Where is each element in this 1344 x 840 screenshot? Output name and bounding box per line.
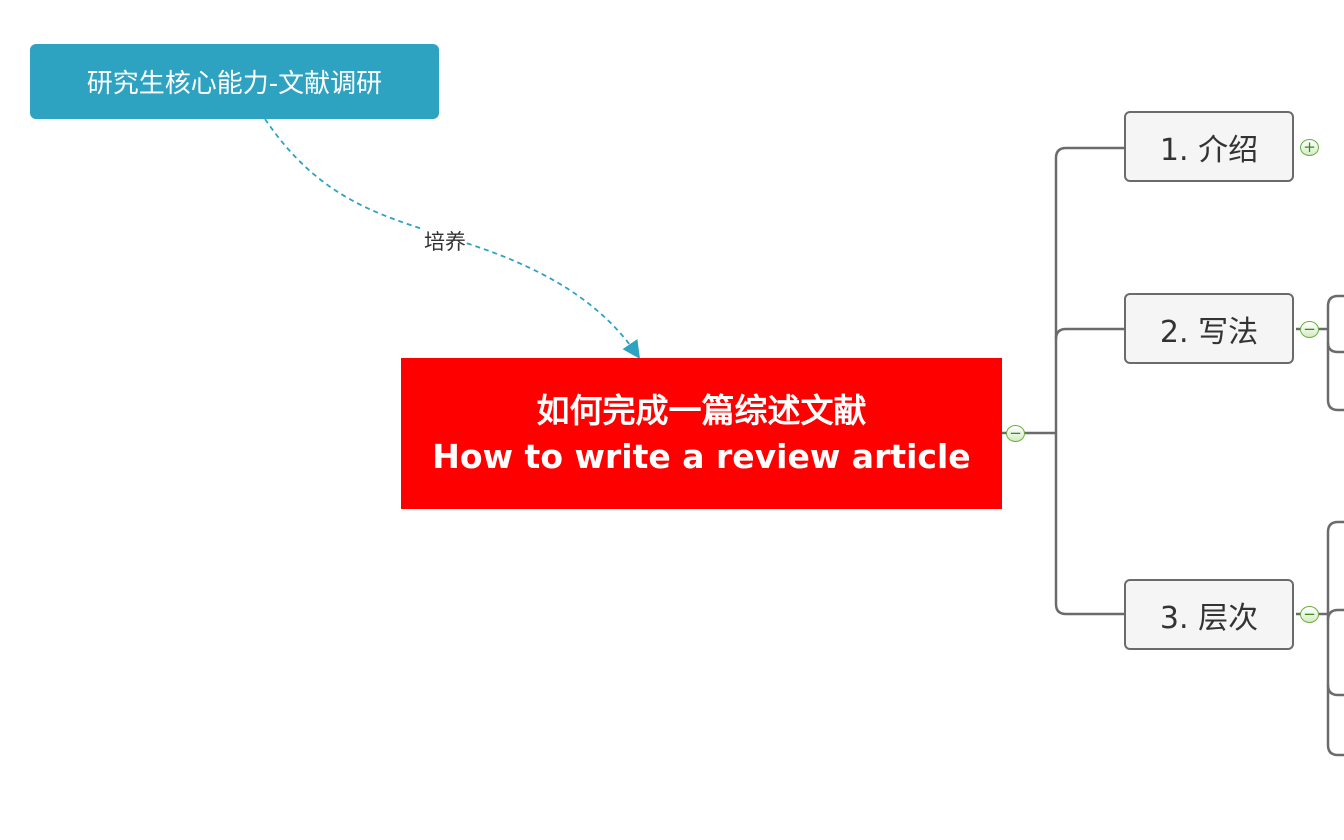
- central-topic-line1: 如何完成一篇综述文献: [536, 390, 867, 430]
- topic-label: 1. 介绍: [1159, 132, 1259, 168]
- minus-circle-icon[interactable]: −: [1300, 606, 1319, 623]
- branch-lines: [1002, 146, 1344, 757]
- minus-circle-icon[interactable]: −: [1300, 321, 1319, 338]
- central-topic-line2: How to write a review article: [432, 436, 971, 476]
- central-topic[interactable]: 如何完成一篇综述文献 How to write a review article: [401, 358, 1002, 509]
- relationship-label[interactable]: 培养: [424, 226, 466, 256]
- topic-label: 3. 层次: [1159, 600, 1259, 636]
- topic-writing[interactable]: 2. 写法: [1124, 293, 1294, 364]
- topic-introduction[interactable]: 1. 介绍: [1124, 111, 1294, 182]
- plus-circle-icon[interactable]: +: [1300, 139, 1319, 156]
- floating-topic[interactable]: 研究生核心能力-文献调研: [30, 44, 439, 119]
- topic-label: 2. 写法: [1159, 314, 1259, 350]
- minus-circle-icon[interactable]: −: [1006, 425, 1025, 442]
- topic-levels[interactable]: 3. 层次: [1124, 579, 1294, 650]
- floating-topic-label: 研究生核心能力-文献调研: [86, 69, 383, 99]
